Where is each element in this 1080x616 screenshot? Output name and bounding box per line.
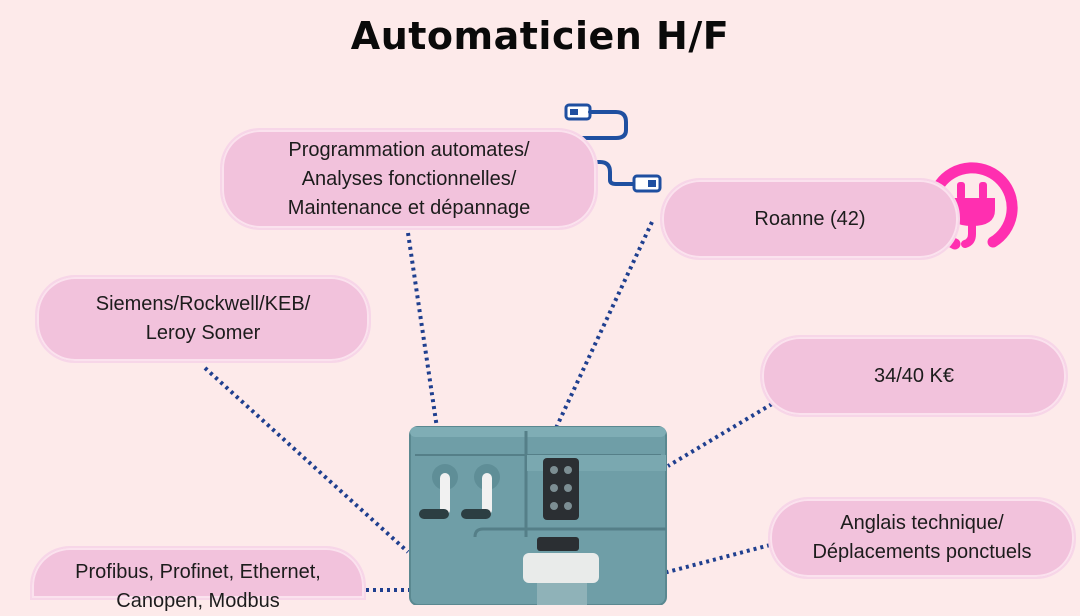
skills-line-1: Anglais technique/ [840, 512, 1004, 534]
bubble-skills: Anglais technique/ Déplacements ponctuel… [768, 497, 1076, 579]
tasks-line-3: Maintenance et dépannage [287, 196, 531, 219]
connector-skills [617, 543, 771, 587]
control-cabinet-icon [409, 426, 667, 605]
page-title: Automaticien H/F [350, 14, 730, 58]
protocols-line-1: Profibus, Profinet, Ethernet, [75, 561, 321, 583]
salary-text: 34/40 K€ [873, 364, 955, 387]
brands-line-1: Siemens/Rockwell/KEB/ [95, 293, 311, 315]
bubble-protocols: Profibus, Profinet, Ethernet, Canopen, M… [30, 546, 366, 612]
bubble-location: Roanne (42) [660, 178, 960, 260]
bubble-tasks: Programmation automates/ Analyses foncti… [220, 128, 598, 230]
location-text: Roanne (42) [754, 207, 866, 230]
brands-line-2: Leroy Somer [145, 322, 261, 344]
connector-brands [203, 366, 410, 554]
tasks-line-1: Programmation automates/ [288, 138, 530, 161]
bubble-salary: 34/40 K€ [760, 335, 1068, 417]
connector-location [554, 221, 654, 429]
protocols-line-2: Canopen, Modbus [116, 590, 280, 612]
connector-tasks [406, 232, 439, 429]
tasks-line-2: Analyses fonctionnelles/ [301, 167, 517, 190]
bubble-brands: Siemens/Rockwell/KEB/ Leroy Somer [35, 275, 371, 363]
connector-salary [666, 402, 774, 468]
connector-lines [203, 221, 774, 592]
skills-line-2: Déplacements ponctuels [812, 541, 1032, 563]
